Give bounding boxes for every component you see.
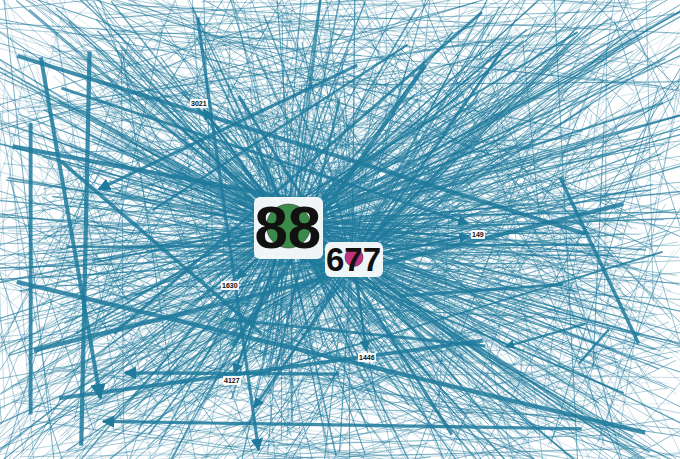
background-edge: [561, 98, 680, 261]
background-edge: [59, 341, 483, 399]
background-edge: [348, 0, 553, 92]
background-edge: [350, 254, 613, 255]
hub-node: 677: [325, 242, 383, 277]
background-edge: [73, 0, 350, 260]
background-edge: [347, 262, 680, 376]
background-edge: [348, 184, 653, 261]
background-edge: [17, 282, 645, 433]
background-edge: [579, 329, 609, 363]
background-edge: [3, 0, 58, 459]
background-edge: [513, 226, 680, 459]
background-edge: [152, 45, 407, 211]
background-edge: [340, 259, 351, 453]
edge-arrow: [356, 278, 366, 351]
background-edge: [250, 17, 406, 127]
background-edge: [0, 0, 1, 424]
background-edge: [103, 421, 582, 428]
background-edge: [400, 285, 563, 296]
background-edge: [357, 102, 499, 261]
background-edge: [8, 253, 356, 355]
node-label: 1630: [222, 282, 238, 289]
background-edge: [125, 373, 339, 374]
edge-arrow: [384, 236, 469, 253]
background-edge: [41, 57, 101, 398]
background-edge: [239, 117, 349, 257]
background-edge: [80, 257, 348, 380]
background-edge: [31, 263, 351, 433]
hub-label: 88: [255, 198, 322, 258]
background-edge: [256, 445, 418, 457]
background-edge: [250, 252, 663, 377]
background-edge: [69, 143, 352, 258]
background-edge: [612, 287, 680, 403]
background-edge: [355, 38, 631, 259]
background-edge: [48, 420, 243, 459]
edge-arrow: [237, 260, 256, 279]
background-edge: [0, 243, 23, 450]
background-edge: [347, 21, 509, 256]
background-edge: [326, 0, 355, 262]
node-label: 3021: [190, 99, 208, 108]
node-label: 1446: [359, 354, 375, 361]
background-edge: [208, 0, 613, 49]
background-edge: [239, 96, 452, 435]
background-edge: [281, 228, 675, 389]
background-edge: [352, 12, 661, 260]
background-edge: [89, 259, 355, 459]
node-label: 3021: [191, 100, 207, 107]
background-edge: [0, 0, 287, 219]
background-edge: [175, 448, 337, 459]
node-label: 149: [471, 230, 485, 239]
background-edge: [114, 12, 482, 333]
background-edge: [0, 345, 137, 459]
edge-arrow: [204, 110, 266, 197]
background-edge: [61, 262, 348, 319]
background-edge: [233, 64, 426, 346]
background-edge: [293, 223, 676, 275]
background-edge: [293, 219, 528, 408]
node-label: 1446: [358, 353, 376, 362]
edge-arrow: [234, 260, 276, 374]
background-edge: [90, 230, 124, 246]
background-edge: [81, 51, 89, 445]
background-edge: [350, 121, 680, 257]
background-edge: [34, 204, 623, 350]
background-edge: [46, 157, 134, 329]
background-edge: [76, 32, 577, 333]
background-edge: [565, 331, 674, 459]
background-edge: [167, 21, 511, 47]
hub-label: 677: [326, 243, 382, 276]
background-edge: [279, 227, 667, 388]
background-edge: [271, 246, 624, 393]
background-edge: [560, 177, 638, 343]
background-edge: [53, 139, 356, 259]
background-edge: [346, 22, 383, 257]
background-edge: [355, 149, 650, 258]
node-label: 1630: [221, 281, 239, 290]
background-edge: [506, 324, 586, 347]
node-label: 149: [472, 231, 484, 238]
background-edge: [350, 106, 589, 262]
background-edge: [122, 457, 431, 459]
node-label: 4127: [223, 376, 241, 385]
hub-node: 88: [254, 197, 323, 259]
background-edge: [29, 123, 33, 415]
background-edge: [0, 268, 73, 459]
node-label: 4127: [224, 377, 240, 384]
background-edge: [404, 0, 680, 36]
